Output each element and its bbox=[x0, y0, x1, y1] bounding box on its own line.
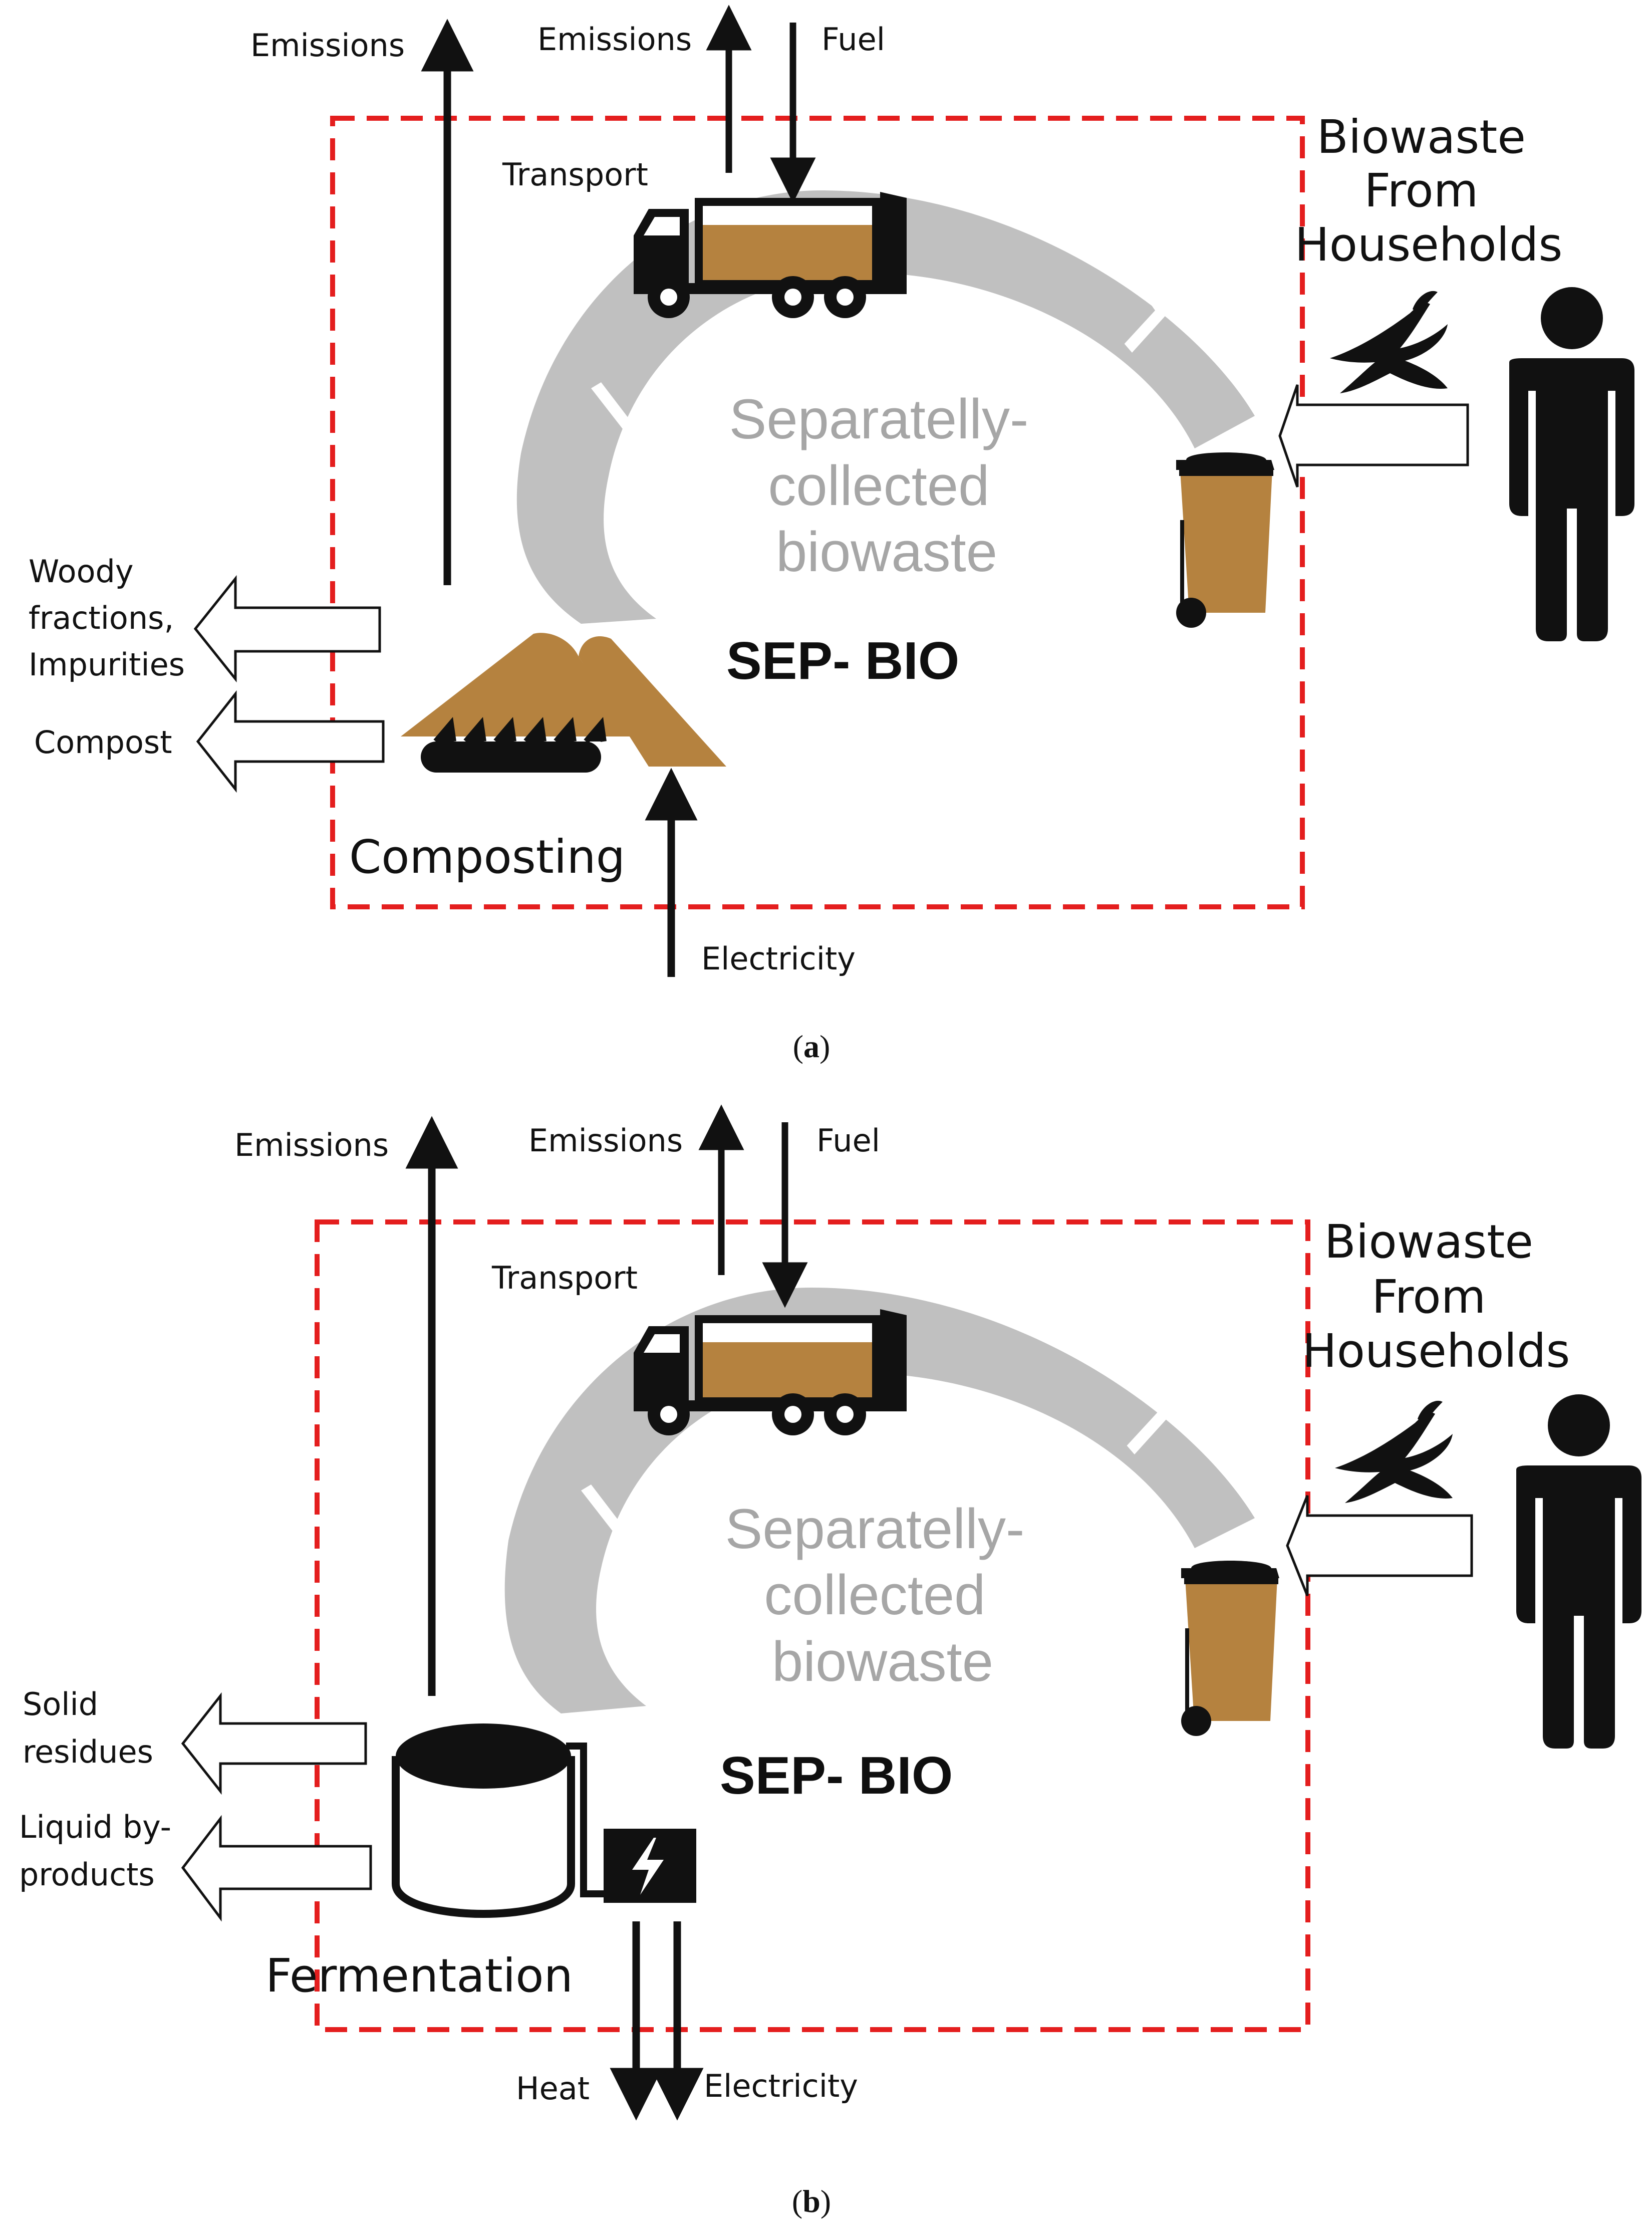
system-boundary-a bbox=[330, 116, 1305, 909]
output-2-label: Liquid by- products bbox=[19, 1809, 181, 1893]
emissions-process-label: Emissions bbox=[250, 27, 405, 64]
compost-pile-icon bbox=[401, 633, 726, 773]
bin-icon bbox=[1176, 452, 1274, 628]
caption-a: (a) bbox=[793, 1029, 831, 1064]
output-2-label: Compost bbox=[34, 724, 172, 761]
transport-label: Transport bbox=[502, 156, 648, 193]
digester-tank-icon bbox=[392, 1723, 609, 1918]
system-label: SEP- BIO bbox=[726, 631, 959, 690]
panel-b: Emissions Emissions Fuel Transport Biowa… bbox=[19, 1104, 1641, 2219]
panel-a: Emissions Emissions Fuel Transport Biowa… bbox=[29, 5, 1634, 1064]
electricity-label: Electricity bbox=[701, 940, 856, 977]
collection-arc-b bbox=[504, 1288, 1255, 1713]
system-boundary-b bbox=[315, 1219, 1310, 2032]
biowaste-input-arrow bbox=[1286, 1495, 1473, 1596]
banana-peel-icon bbox=[1330, 291, 1448, 393]
electricity-label: Electricity bbox=[704, 2068, 858, 2104]
transport-label: Transport bbox=[491, 1260, 638, 1296]
banana-peel-icon bbox=[1335, 1400, 1453, 1503]
system-label: SEP- BIO bbox=[720, 1746, 953, 1805]
collection-arc-a bbox=[516, 190, 1255, 624]
output-1-label: Solid residues bbox=[23, 1686, 153, 1770]
emissions-transport-label: Emissions bbox=[537, 21, 692, 58]
center-label: Separatelly- collected biowaste bbox=[725, 1498, 1040, 1693]
solid-output-arrow bbox=[181, 1692, 367, 1795]
woody-output-arrow bbox=[193, 575, 381, 683]
bin-icon bbox=[1181, 1561, 1279, 1736]
person-icon bbox=[1509, 287, 1634, 641]
process-label: Fermentation bbox=[265, 1949, 573, 2003]
output-1-label: Woody fractions, Impurities bbox=[29, 553, 185, 683]
liquid-output-arrow bbox=[181, 1815, 372, 1922]
emissions-transport-label: Emissions bbox=[528, 1122, 683, 1159]
truck-icon bbox=[634, 192, 907, 318]
heat-label: Heat bbox=[516, 2070, 590, 2107]
process-label: Composting bbox=[349, 830, 625, 884]
emissions-process-label: Emissions bbox=[234, 1127, 389, 1163]
compost-output-arrow bbox=[196, 690, 385, 793]
truck-icon bbox=[634, 1309, 907, 1435]
person-icon bbox=[1516, 1394, 1641, 1749]
center-label: Separatelly- collected biowaste bbox=[729, 388, 1044, 583]
source-label: Biowaste From Households bbox=[1295, 110, 1563, 272]
caption-b: (b) bbox=[792, 2183, 831, 2219]
source-label: Biowaste From Households bbox=[1302, 1215, 1570, 1378]
generator-icon bbox=[604, 1829, 696, 1903]
fuel-label: Fuel bbox=[821, 21, 885, 58]
biowaste-input-arrow bbox=[1278, 384, 1469, 487]
fuel-label: Fuel bbox=[816, 1122, 880, 1159]
